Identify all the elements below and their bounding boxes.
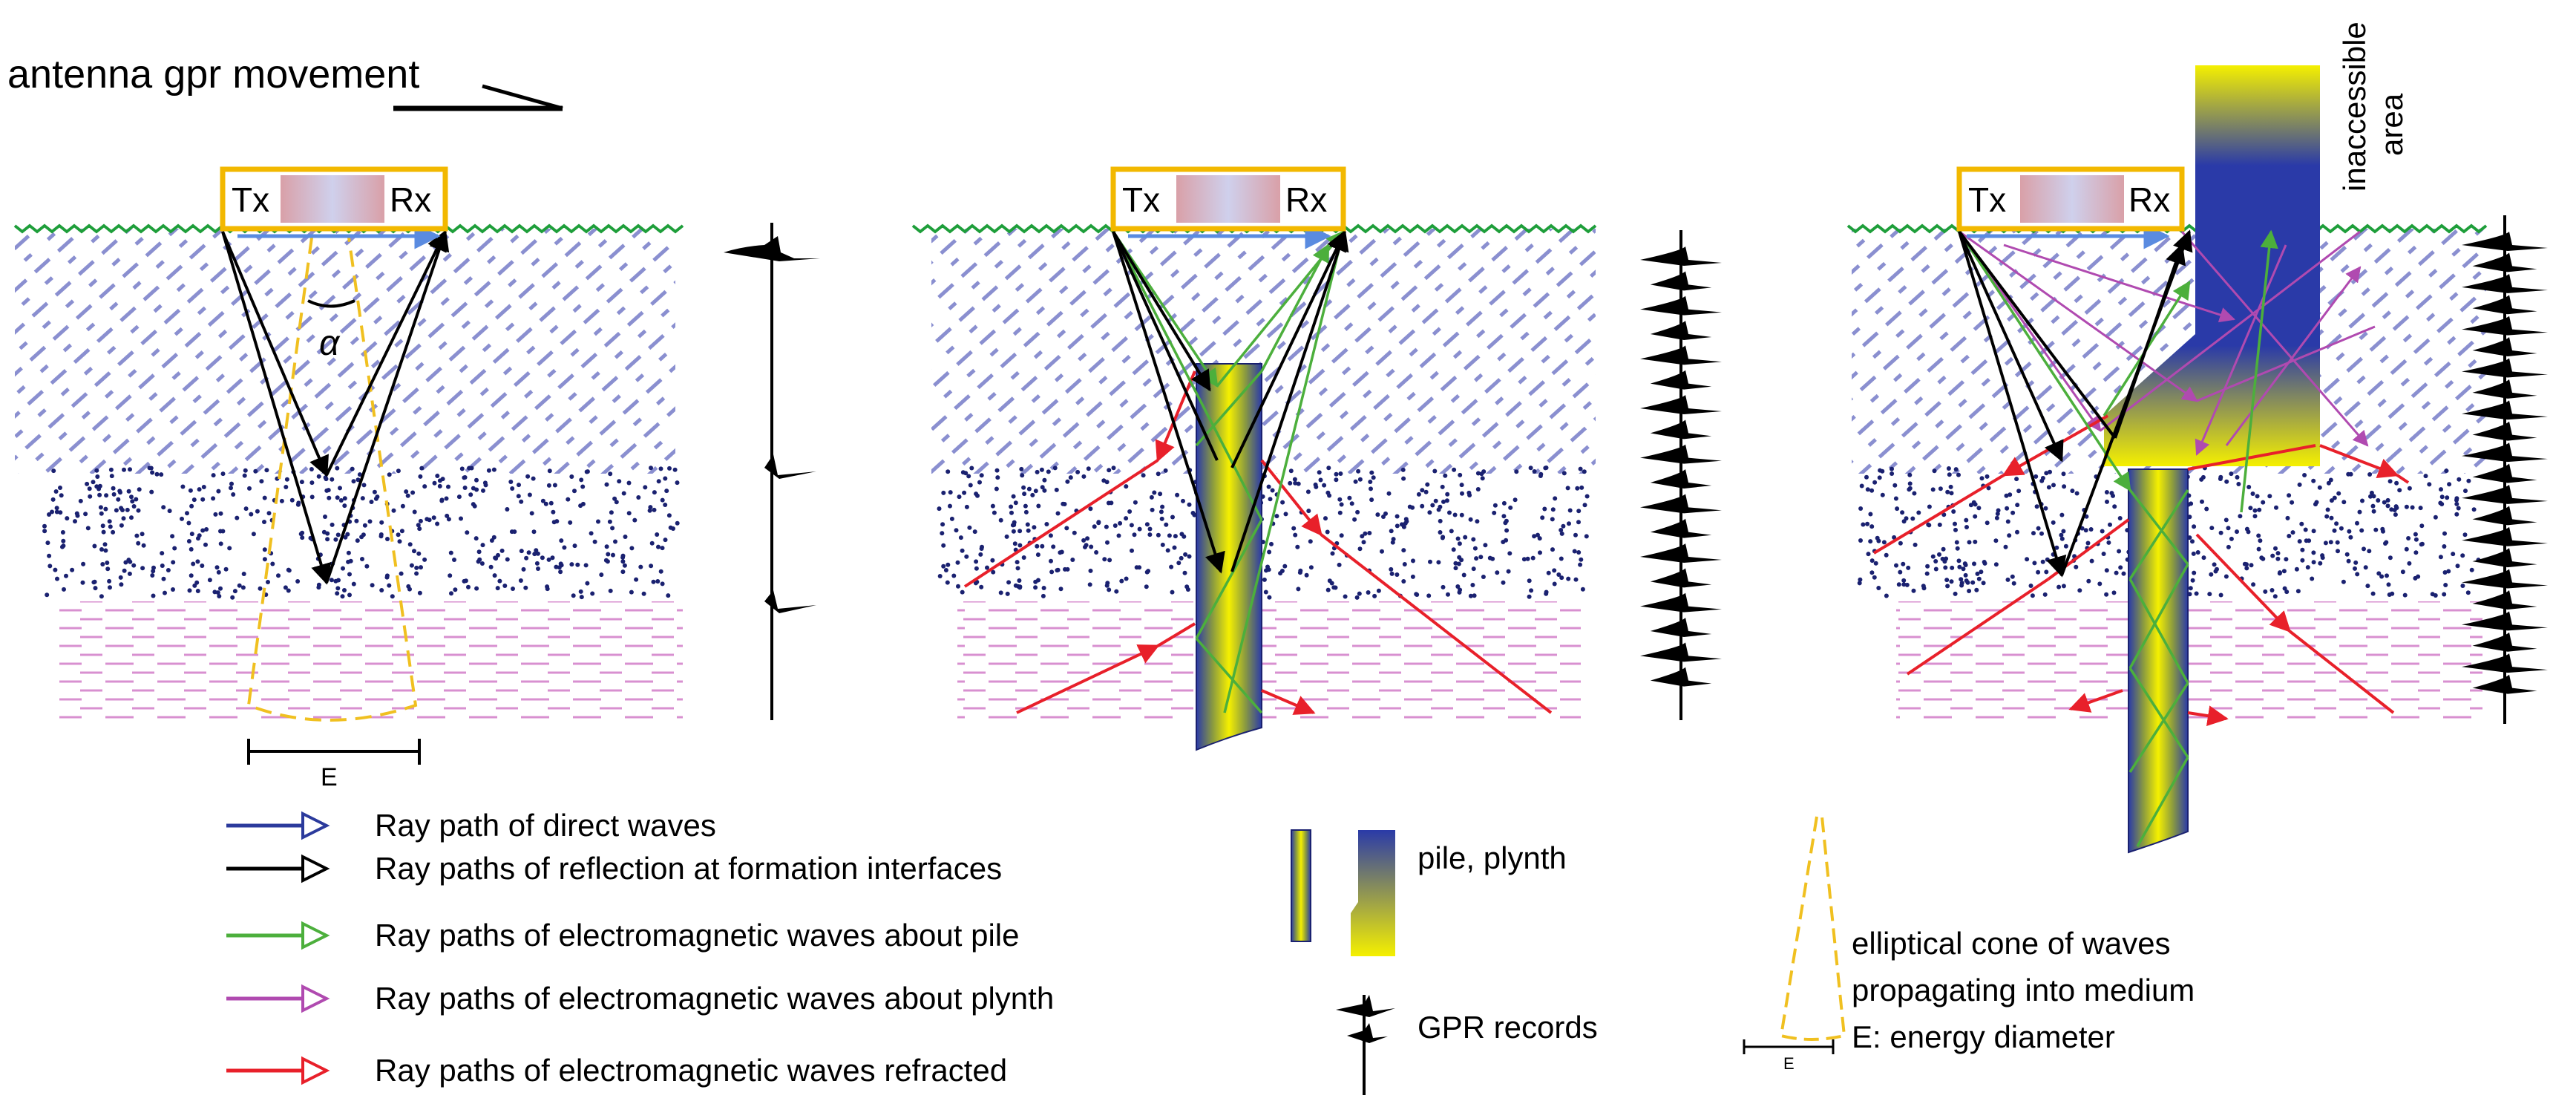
tx-label: Tx xyxy=(1968,180,2006,219)
cone-icon xyxy=(1779,816,1846,1041)
legend-pile-plynth: pile, plynth xyxy=(1291,829,1567,956)
legend: Ray path of direct waves Ray paths of re… xyxy=(226,808,2195,1095)
legend-cone-line2: propagating into medium xyxy=(1852,973,2195,1007)
refracted-rays xyxy=(1872,414,2410,727)
legend-plynth-label: Ray paths of electromagnetic waves about… xyxy=(375,981,1054,1016)
movement-label: antenna gpr movement xyxy=(7,52,419,97)
reflection-rays xyxy=(1958,229,2193,578)
movement-arrow-icon xyxy=(393,84,563,111)
legend-reflection: Ray paths of reflection at formation int… xyxy=(226,851,1002,886)
pile-swatch-icon xyxy=(1291,829,1311,942)
tx-label: Tx xyxy=(232,180,269,219)
panel-1-basic: α Tx Rx E xyxy=(13,166,820,791)
antenna-2: Tx Rx xyxy=(1110,166,1346,232)
pile xyxy=(1196,363,1262,751)
gpr-trace-1 xyxy=(724,223,820,720)
reflection-rays xyxy=(1112,229,1349,574)
legend-cone-line3: E: energy diameter xyxy=(1852,1019,2115,1054)
reflection-rays xyxy=(221,229,450,585)
tx-label: Tx xyxy=(1122,180,1160,219)
legend-cone-line1: elliptical cone of waves xyxy=(1852,926,2171,961)
clay-layer xyxy=(15,229,675,474)
panel-2-pile: Tx Rx xyxy=(911,166,1722,751)
legend-cone-e: E xyxy=(1783,1054,1795,1073)
sand-dots xyxy=(42,466,680,600)
energy-e-label: E xyxy=(321,763,338,791)
rx-label: Rx xyxy=(390,180,431,219)
energy-cone xyxy=(246,237,418,722)
inaccessible-label-line2: area xyxy=(2374,93,2409,156)
energy-diameter-marker xyxy=(247,739,421,765)
arrow-icon xyxy=(301,1056,330,1085)
antenna-1: Tx Rx xyxy=(220,166,448,232)
antenna-3: Tx Rx xyxy=(1956,166,2185,232)
legend-direct-label: Ray path of direct waves xyxy=(375,808,716,843)
refracted-rays xyxy=(963,370,1553,715)
legend-pile: Ray paths of electromagnetic waves about… xyxy=(226,918,1020,953)
legend-pile-plynth-label: pile, plynth xyxy=(1418,840,1567,875)
legend-direct: Ray path of direct waves xyxy=(226,808,716,843)
gpr-trace-3 xyxy=(2462,215,2548,724)
legend-reflection-label: Ray paths of reflection at formation int… xyxy=(375,851,1002,886)
legend-refracted: Ray paths of electromagnetic waves refra… xyxy=(226,1053,1007,1088)
sand-layer xyxy=(45,474,690,600)
angle-alpha-label: α xyxy=(319,324,341,363)
legend-refracted-label: Ray paths of electromagnetic waves refra… xyxy=(375,1053,1007,1088)
pile-rays xyxy=(1112,229,1348,714)
rx-label: Rx xyxy=(2128,180,2170,219)
rx-label: Rx xyxy=(1285,180,1327,219)
angle-arc xyxy=(307,299,355,308)
arrow-icon xyxy=(301,984,330,1013)
legend-gpr-records-label: GPR records xyxy=(1418,1010,1598,1045)
inaccessible-label-line1: inaccessible xyxy=(2337,22,2372,192)
panel-3-pile-plynth: Tx Rx inaccessible area xyxy=(1846,22,2548,854)
arrow-icon xyxy=(301,811,330,840)
pile-rays xyxy=(1958,229,2278,847)
gpr-record-icon xyxy=(1336,995,1395,1095)
arrow-icon xyxy=(301,921,330,950)
gpr-trace-2 xyxy=(1640,230,1722,720)
ground-surface xyxy=(13,223,684,234)
silt-layer xyxy=(59,601,683,720)
plynth-swatch-icon xyxy=(1351,830,1395,956)
legend-pile-label: Ray paths of electromagnetic waves about… xyxy=(375,918,1020,953)
arrow-icon xyxy=(301,854,330,883)
legend-plynth: Ray paths of electromagnetic waves about… xyxy=(226,981,1054,1016)
pile xyxy=(2128,468,2189,854)
legend-cone: E elliptical cone of waves propagating i… xyxy=(1743,816,2195,1073)
legend-gpr-records: GPR records xyxy=(1336,995,1598,1095)
